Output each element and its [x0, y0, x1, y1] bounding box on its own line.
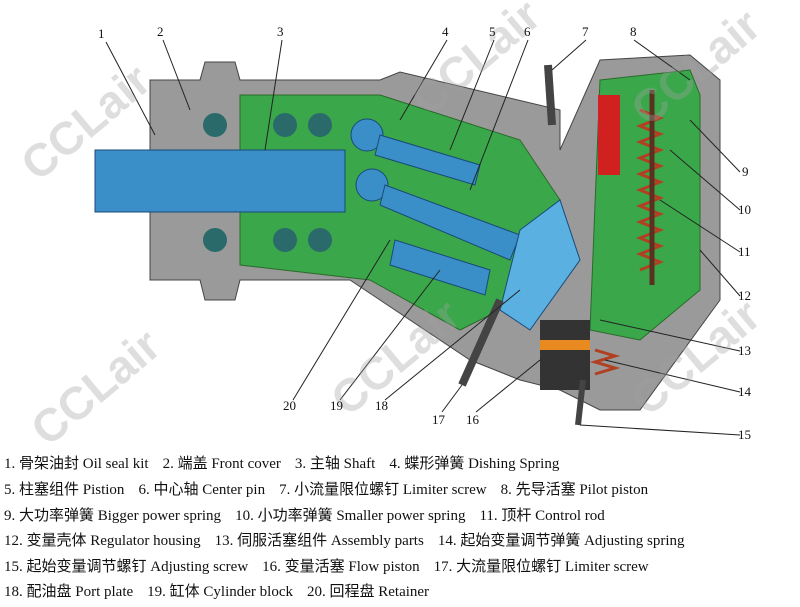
callout-13: 13 — [738, 343, 751, 358]
legend-row: 1. 骨架油封 Oil seal kit 2. 端盖 Front cover 3. … — [4, 452, 573, 473]
shaft — [94, 149, 346, 213]
legend-item: 12. 变量壳体 Regulator housing — [4, 533, 201, 549]
legend-item: 6. 中心轴 Center pin — [138, 482, 266, 498]
leader-lines — [105, 39, 741, 436]
adjusting-screw — [575, 379, 586, 426]
callout-2: 2 — [157, 24, 164, 39]
callout-7: 7 — [582, 24, 589, 39]
legend-row: 18. 配油盘 Port plate 19. 缸体 Cylinder block 2… — [4, 580, 443, 601]
legend-item: 13. 伺服活塞组件 Assembly parts — [214, 533, 424, 549]
callout-16: 16 — [466, 412, 479, 427]
legend-item: 4. 蝶形弹簧 Dishing Spring — [389, 456, 560, 472]
legend-item: 7. 小流量限位螺钉 Limiter screw — [279, 482, 487, 498]
callout-6: 6 — [524, 24, 531, 39]
callout-14: 14 — [738, 384, 751, 399]
legend-item: 3. 主轴 Shaft — [294, 456, 376, 472]
callout-19: 19 — [330, 398, 343, 413]
legend-item: 5. 柱塞组件 Pistion — [4, 482, 125, 498]
callout-20: 20 — [283, 398, 296, 413]
callout-3: 3 — [277, 24, 284, 39]
callout-9: 9 — [742, 164, 749, 179]
legend-item: 20. 回程盘 Retainer — [306, 584, 430, 600]
callout-15: 15 — [738, 427, 751, 442]
legend-row: 15. 起始变量调节螺钉 Adjusting screw 16. 变量活塞 Flo… — [4, 555, 663, 576]
callout-17: 17 — [432, 412, 445, 427]
legend-row: 9. 大功率弹簧 Bigger power spring 10. 小功率弹簧 Sm… — [4, 504, 619, 525]
limiter-screw-large — [458, 298, 504, 387]
callout-5: 5 — [489, 24, 496, 39]
legend-item: 14. 起始变量调节弹簧 Adjusting spring — [437, 533, 685, 549]
legend-item: 9. 大功率弹簧 Bigger power spring — [4, 508, 222, 524]
bearings — [203, 113, 332, 252]
legend-item: 18. 配油盘 Port plate — [4, 584, 134, 600]
legend-item: 1. 骨架油封 Oil seal kit — [4, 456, 149, 472]
callout-10: 10 — [738, 202, 751, 217]
pump-cross-section — [94, 39, 741, 436]
legend-item: 8. 先导活塞 Pilot piston — [500, 482, 649, 498]
legend-row: 12. 变量壳体 Regulator housing 13. 伺服活塞组件 Ass… — [4, 529, 699, 550]
callout-4: 4 — [442, 24, 449, 39]
legend-item: 19. 缸体 Cylinder block — [147, 584, 293, 600]
callout-18: 18 — [375, 398, 388, 413]
flow-piston — [540, 320, 590, 390]
port-plate — [499, 199, 581, 331]
legend-item: 2. 端盖 Front cover — [162, 456, 281, 472]
legend-item: 16. 变量活塞 Flow piston — [262, 559, 420, 575]
callout-1: 1 — [98, 26, 105, 41]
legend-item: 11. 顶杆 Control rod — [479, 508, 605, 524]
pilot-piston — [598, 95, 620, 175]
legend-item: 10. 小功率弹簧 Smaller power spring — [235, 508, 466, 524]
limiter-screw-small — [544, 64, 556, 126]
legend-row: 5. 柱塞组件 Pistion 6. 中心轴 Center pin 7. 小流量限位… — [4, 478, 662, 499]
legend-item: 17. 大流量限位螺钉 Limiter screw — [433, 559, 649, 575]
legend-item: 15. 起始变量调节螺钉 Adjusting screw — [4, 559, 249, 575]
housing — [149, 54, 721, 411]
callout-12: 12 — [738, 288, 751, 303]
callout-8: 8 — [630, 24, 637, 39]
callout-11: 11 — [738, 244, 751, 259]
pistons — [350, 118, 521, 296]
